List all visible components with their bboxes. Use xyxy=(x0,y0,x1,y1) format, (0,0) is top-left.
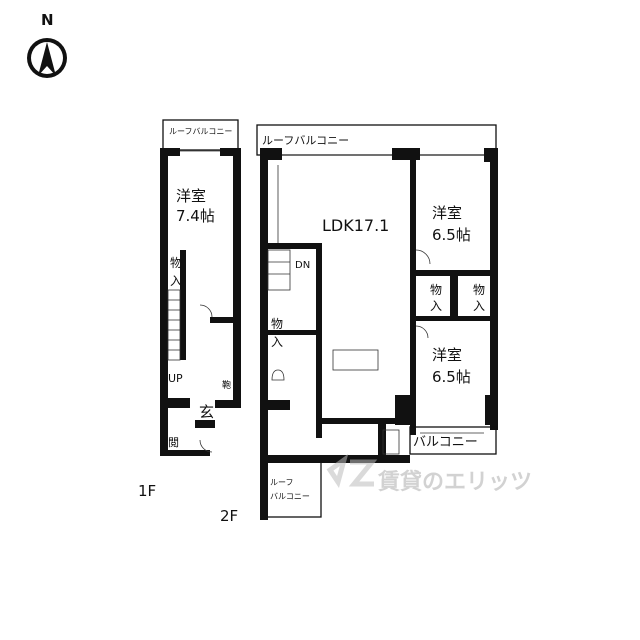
floor1-roof-balcony-label: ルーフバルコニー xyxy=(169,127,232,136)
floor1-stairs xyxy=(167,289,181,361)
floor1-closet-label-2: 入 xyxy=(170,274,182,288)
small-roof-balcony-label-1: ルーフ xyxy=(270,478,294,487)
floor1-label: 1F xyxy=(138,482,156,500)
floor2-stairs-label: DN xyxy=(295,260,310,271)
closet-b-label-1: 物 xyxy=(473,283,485,297)
bedroom-top-name: 洋室 xyxy=(432,204,462,222)
floor1-entrance-label: 玄 xyxy=(199,403,214,421)
bathtub xyxy=(382,429,400,455)
floor2-small-roof-balcony xyxy=(265,461,322,518)
small-roof-balcony-label-2: バルコニー xyxy=(270,492,310,501)
ldk-label: LDK17.1 xyxy=(322,216,389,235)
floor2-label: 2F xyxy=(220,507,238,525)
floor2-roof-balcony-label: ルーフバルコニー xyxy=(262,134,349,147)
floor2-plan xyxy=(256,124,498,520)
north-compass-icon xyxy=(27,38,67,78)
toilet-icon xyxy=(271,369,285,381)
floor1-plan xyxy=(160,119,241,456)
floor2-stairs xyxy=(267,249,291,291)
closet-a-label-2: 入 xyxy=(430,299,442,313)
floor1-roof-balcony xyxy=(162,119,239,151)
floor1-bedroom-size: 7.4帖 xyxy=(176,207,215,225)
closet-c-label-1: 物 xyxy=(271,317,283,331)
closet-c-label-2: 入 xyxy=(271,335,283,349)
floor1-bedroom-name: 洋室 xyxy=(176,187,206,205)
floor1-cabinet-label: 鞄 xyxy=(222,379,231,391)
floor2-balcony-label: バルコニー xyxy=(413,435,478,450)
bedroom-bottom-name: 洋室 xyxy=(432,346,462,364)
floor1-shoe-box-label: 閲 xyxy=(168,436,179,449)
watermark-text: 賃貸のエリッツ xyxy=(377,469,532,495)
watermark-logo xyxy=(326,453,378,488)
bedroom-top-size: 6.5帖 xyxy=(432,226,471,244)
closet-b-label-2: 入 xyxy=(473,299,485,313)
floor1-closet-label-1: 物 xyxy=(170,256,182,270)
floor2-balcony xyxy=(409,426,497,455)
kitchen-counter xyxy=(332,349,379,371)
bedroom-bottom-size: 6.5帖 xyxy=(432,368,471,386)
north-label: N xyxy=(41,11,54,29)
closet-a-label-1: 物 xyxy=(430,283,442,297)
floor1-stairs-label: UP xyxy=(168,372,183,385)
